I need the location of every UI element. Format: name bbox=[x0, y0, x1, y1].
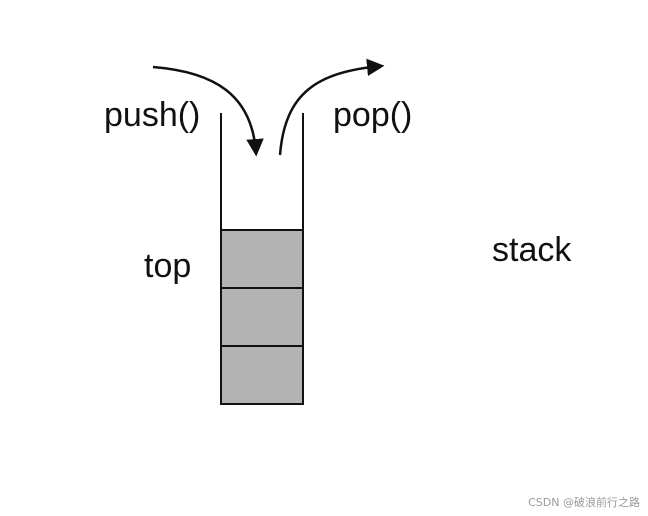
stack-elements bbox=[220, 229, 304, 405]
watermark: CSDN @破浪前行之路 bbox=[528, 496, 640, 509]
stack-label: stack bbox=[492, 231, 572, 269]
stack-element bbox=[220, 287, 304, 347]
pop-label: pop() bbox=[333, 96, 413, 134]
stack-element bbox=[220, 229, 304, 289]
stack-element bbox=[220, 345, 304, 405]
pop-arrow bbox=[278, 58, 385, 156]
top-label: top bbox=[144, 247, 192, 285]
push-arrow bbox=[152, 65, 264, 157]
push-label: push() bbox=[104, 96, 201, 134]
